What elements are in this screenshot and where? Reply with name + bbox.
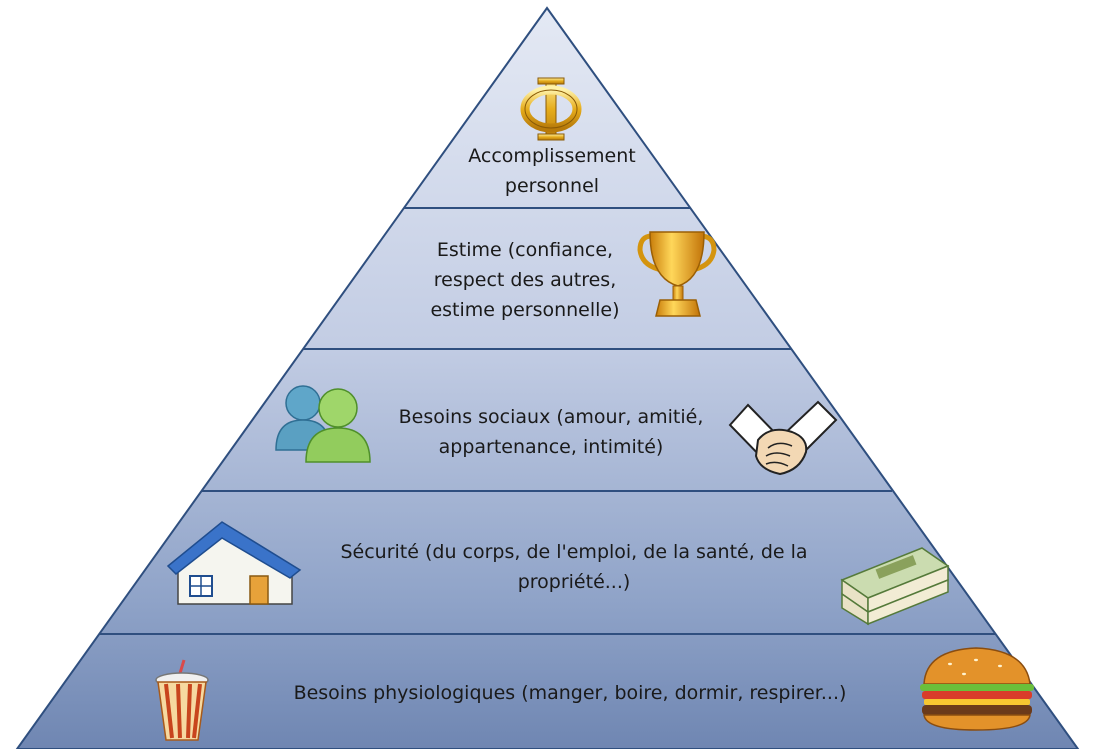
money-icon (840, 547, 950, 626)
trophy-icon (637, 231, 717, 317)
tier-self-actualization-label: Accomplissement personnel (447, 141, 657, 201)
tier-text-line: Sécurité (du corps, de l'emploi, de la s… (340, 541, 808, 563)
tier-text-line: Besoins sociaux (amour, amitié, (398, 406, 704, 428)
tier-text-line: respect des autres, (433, 269, 617, 291)
tier-text-line: propriété...) (517, 571, 631, 593)
tier-social-label: Besoins sociaux (amour, amitié, apparten… (370, 402, 732, 462)
tier-physiological-label: Besoins physiologiques (manger, boire, d… (240, 678, 900, 708)
handshake-icon (728, 400, 838, 476)
tier-text-line: estime personnelle) (430, 299, 620, 321)
house-icon (166, 521, 302, 605)
burger-icon (920, 647, 1034, 731)
tier-text-line: appartenance, intimité) (438, 436, 664, 458)
tier-text-line: Estime (confiance, (436, 239, 614, 261)
tier-safety-label: Sécurité (du corps, de l'emploi, de la s… (296, 537, 852, 597)
tier-text-line: personnel (504, 175, 600, 197)
drink-cup-icon (155, 659, 209, 741)
tier-esteem-label: Estime (confiance, respect des autres, e… (405, 235, 645, 325)
phi-icon (520, 77, 582, 141)
people-icon (275, 385, 371, 463)
tier-text-line: Besoins physiologiques (manger, boire, d… (293, 682, 847, 704)
tier-text-line: Accomplissement (468, 145, 636, 167)
